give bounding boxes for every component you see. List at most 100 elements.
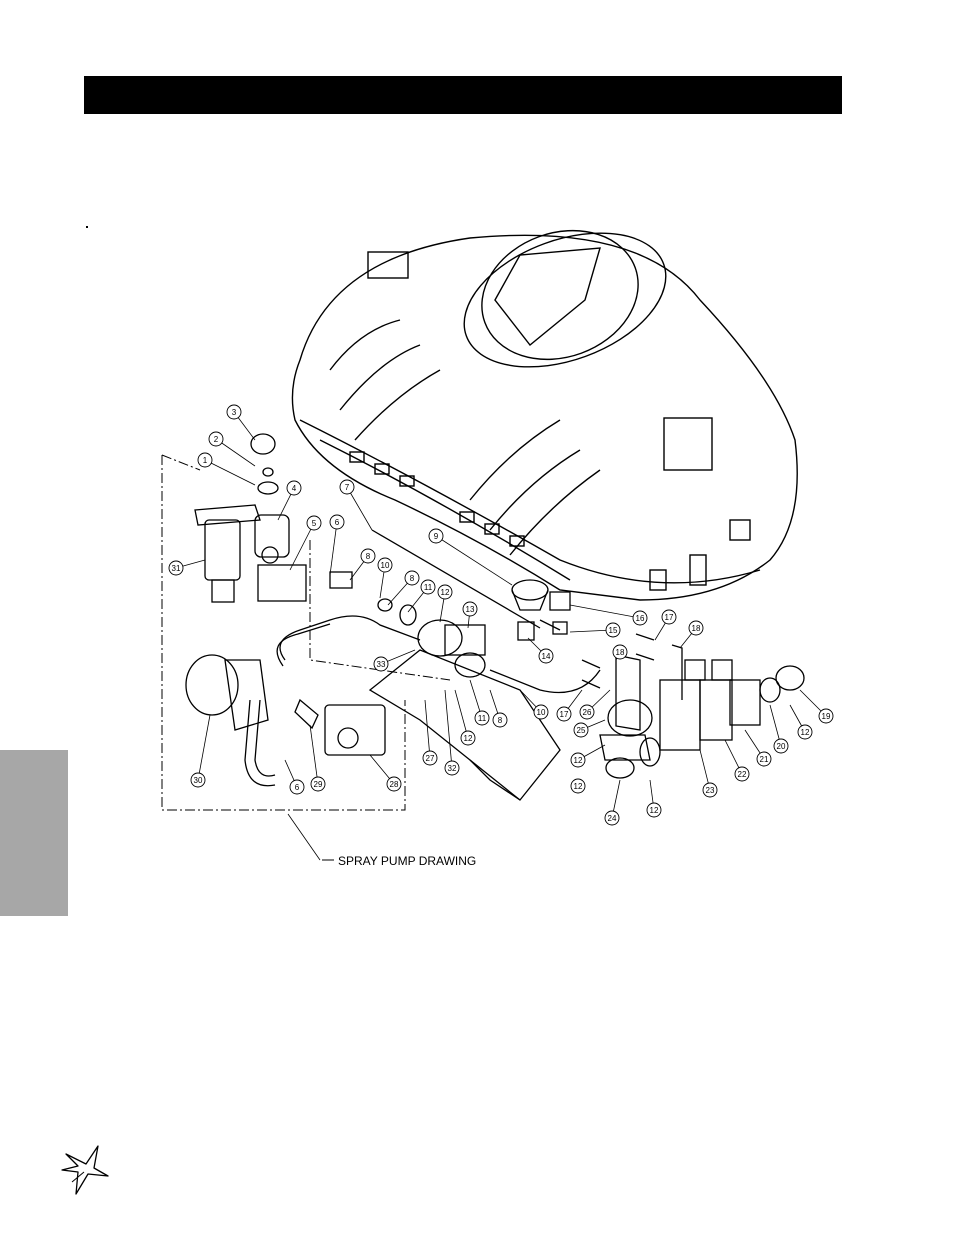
callout-label: 11 (424, 583, 433, 592)
callout-label: 8 (410, 574, 415, 583)
callout: 33 (373, 656, 389, 672)
callout: 18 (688, 620, 704, 636)
callout: 11 (474, 710, 490, 726)
components (185, 433, 805, 779)
callout: 12 (797, 724, 813, 740)
drawing-caption: SPRAY PUMP DRAWING (338, 854, 476, 868)
callout-label: 12 (801, 728, 810, 737)
callout-label: 6 (335, 518, 340, 527)
callout: 29 (310, 776, 326, 792)
callout-label: 29 (314, 780, 323, 789)
callout-label: 5 (312, 519, 317, 528)
callout-label: 20 (777, 742, 786, 751)
hoses (244, 529, 601, 787)
callout-label: 17 (665, 613, 674, 622)
callout-label: 12 (574, 756, 583, 765)
callout-label: 13 (466, 605, 475, 614)
callout-label: 3 (232, 408, 237, 417)
side-tab (0, 750, 68, 916)
callout-label: 12 (650, 806, 659, 815)
callout: 22 (734, 766, 750, 782)
callouts: 3 2 1 4 5 6 7 8 10 8 11 12 9 13 14 15 16… (168, 404, 834, 826)
callout: 10 (533, 704, 549, 720)
callout: 17 (661, 609, 677, 625)
callout-label: 27 (426, 754, 435, 763)
callout-label: 21 (760, 755, 769, 764)
callout: 4 (286, 480, 302, 496)
callout: 30 (190, 772, 206, 788)
callout: 15 (605, 622, 621, 638)
page-mark (86, 226, 88, 228)
callout-label: 12 (464, 734, 473, 743)
callout: 16 (632, 610, 648, 626)
callout: 5 (306, 515, 322, 531)
callout-label: 1 (203, 456, 208, 465)
callout: 8 (404, 570, 420, 586)
callout: 3 (226, 404, 242, 420)
callout-label: 6 (295, 783, 300, 792)
callout: 23 (702, 782, 718, 798)
callout-label: 30 (194, 776, 203, 785)
callout-label: 12 (574, 782, 583, 791)
callout-label: 4 (292, 484, 297, 493)
callout: 26 (579, 704, 595, 720)
callout: 8 (360, 548, 376, 564)
callout: 6 (329, 514, 345, 530)
callout-label: 32 (448, 764, 457, 773)
callout-label: 8 (498, 716, 503, 725)
callout: 17 (556, 706, 572, 722)
callout: 20 (773, 738, 789, 754)
callout: 1 (197, 452, 213, 468)
callout-label: 2 (214, 435, 219, 444)
callout: 12 (437, 584, 453, 600)
callout: 31 (168, 560, 184, 576)
callout: 18 (612, 644, 628, 660)
callout: 19 (818, 708, 834, 724)
star-logo-icon (61, 1145, 109, 1195)
callout: 12 (460, 730, 476, 746)
callout-label: 23 (706, 786, 715, 795)
callout: 32 (444, 760, 460, 776)
callout: 12 (570, 778, 586, 794)
callout-label: 16 (636, 614, 645, 623)
callout-label: 8 (366, 552, 371, 561)
callout-label: 22 (738, 770, 747, 779)
callout-label: 10 (537, 708, 546, 717)
callout: 10 (377, 557, 393, 573)
callout-label: 10 (381, 561, 390, 570)
callout: 14 (538, 648, 554, 664)
callout: 27 (422, 750, 438, 766)
callout: 13 (462, 601, 478, 617)
callout: 12 (646, 802, 662, 818)
callout-label: 14 (542, 652, 551, 661)
spray-pump-exploded-diagram: 3 2 1 4 5 6 7 8 10 8 11 12 9 13 14 15 16… (161, 229, 834, 868)
callout-label: 19 (822, 712, 831, 721)
caption: SPRAY PUMP DRAWING (322, 854, 476, 868)
callout: 6 (289, 779, 305, 795)
callout: 2 (208, 431, 224, 447)
callout-label: 24 (608, 814, 617, 823)
header-bar (84, 76, 842, 114)
leader-lines (175, 411, 827, 861)
callout: 8 (492, 712, 508, 728)
callout-label: 15 (609, 626, 618, 635)
callout-label: 33 (377, 660, 386, 669)
callout-label: 26 (583, 708, 592, 717)
callout: 12 (570, 752, 586, 768)
callout: 28 (386, 776, 402, 792)
callout: 7 (339, 479, 355, 495)
callout: 25 (573, 722, 589, 738)
callout-label: 12 (441, 588, 450, 597)
callout-label: 18 (692, 624, 701, 633)
callout-label: 9 (434, 532, 439, 541)
dash-dot-frame (161, 454, 451, 811)
callout: 9 (428, 528, 444, 544)
callout-label: 25 (577, 726, 586, 735)
callout: 21 (756, 751, 772, 767)
callout-label: 17 (560, 710, 569, 719)
callout-label: 18 (616, 648, 625, 657)
callout-label: 11 (478, 714, 487, 723)
callout-label: 28 (390, 780, 399, 789)
callout: 24 (604, 810, 620, 826)
